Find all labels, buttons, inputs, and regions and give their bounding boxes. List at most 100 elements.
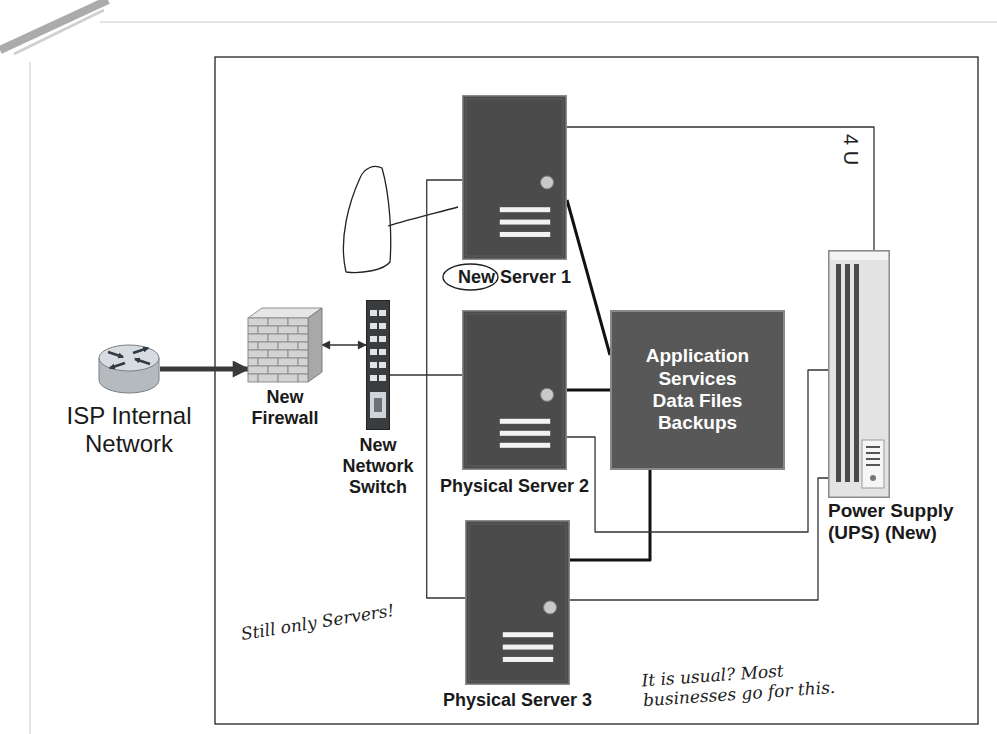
switch-port: [379, 362, 386, 368]
wall-brick: [258, 342, 278, 350]
wall-brick: [268, 350, 288, 358]
router-arrow: [135, 359, 150, 364]
router-icon: ISP Internal Network: [98, 340, 160, 398]
drive-bay: [503, 657, 553, 662]
label-holder: It is usual? Most businesses go for this…: [641, 654, 883, 711]
tower-drawing: [465, 520, 570, 685]
tower-bevel: [466, 314, 563, 466]
label-holder: New Network Switch: [342, 435, 413, 499]
wall-brick: [248, 358, 258, 366]
firewall-icon: New Firewall: [248, 308, 322, 382]
switch-port: [370, 362, 377, 368]
wall-brick: [278, 342, 298, 350]
node-label: Power Supply (UPS) (New): [828, 500, 968, 545]
server-tower: Physical Server 3: [465, 520, 570, 685]
wall-brick: [278, 326, 298, 334]
drive-bay: [503, 632, 553, 637]
label-holder: Power Supply (UPS) (New): [828, 500, 968, 545]
switch-port: [379, 336, 386, 342]
wall-side: [308, 308, 322, 382]
wall-brick: [288, 334, 308, 342]
label-holder: Application Services Data Files Backups: [612, 312, 783, 468]
switch-port: [370, 375, 377, 381]
wall-brick: [258, 326, 278, 334]
scan-shadow: [14, 10, 104, 54]
link-arrow: [160, 367, 248, 372]
drive-bay: [500, 443, 550, 448]
label-holder: 4 U: [838, 134, 862, 165]
wall-brick: [248, 326, 258, 334]
tower-body: [466, 521, 570, 685]
switch-drawing: [366, 300, 390, 430]
label-holder: ISP Internal Network: [49, 402, 209, 459]
cable-line: [570, 478, 828, 600]
handwritten-note: It is usual? Most businesses go for this…: [641, 654, 883, 711]
ups-top: [830, 252, 888, 260]
router-top: [99, 345, 159, 371]
wall-brick: [278, 358, 298, 366]
tower-bevel: [469, 524, 566, 681]
link-arrow: [322, 344, 366, 346]
wall-brick: [298, 326, 308, 334]
wall-brick: [298, 342, 308, 350]
power-light: [544, 601, 557, 614]
drive-bay: [500, 207, 550, 212]
drive-bay: [500, 419, 550, 424]
power-light: [541, 176, 554, 189]
switch-port: [379, 375, 386, 381]
router-arrow: [108, 352, 123, 357]
wall-brick: [248, 366, 268, 374]
switch-port: [379, 349, 386, 355]
ups-vent: [836, 264, 841, 482]
page-edge: [100, 21, 997, 23]
wall-brick: [258, 358, 278, 366]
wall-brick: [248, 334, 268, 342]
size-label: 4 U: [838, 134, 862, 165]
scan-shadow: [0, 0, 108, 50]
node-label: Physical Server 2: [440, 476, 589, 497]
wall-brick: [248, 318, 268, 326]
network-switch: New Network Switch: [366, 300, 390, 430]
server-tower: New Server 1: [462, 95, 567, 260]
drive-bay: [503, 645, 553, 650]
node-label: New Server 1: [458, 267, 571, 288]
tower-drawing: [462, 95, 567, 260]
drive-bay: [500, 232, 550, 237]
switch-port: [370, 349, 377, 355]
drive-bay: [500, 220, 550, 225]
firewall-drawing: [248, 308, 322, 382]
ups-unit: Power Supply (UPS) (New): [828, 250, 890, 498]
switch-module: [370, 392, 386, 418]
ups-indicator: [866, 458, 880, 460]
router-drawing: [98, 340, 160, 398]
label-holder: Physical Server 3: [443, 690, 592, 711]
ups-panel: [862, 440, 884, 488]
cable-line: [567, 127, 874, 250]
power-light: [541, 388, 554, 401]
label-holder: New Firewall: [251, 387, 318, 429]
ups-indicator: [866, 446, 880, 448]
switch-port: [370, 310, 377, 316]
wall-brick: [288, 366, 308, 374]
switch-port: [379, 323, 386, 329]
wall-brick: [288, 318, 308, 326]
router-arrow: [133, 348, 148, 353]
drive-bay: [500, 431, 550, 436]
page-edge: [29, 62, 31, 734]
ups-drawing: [828, 250, 890, 498]
wall-brick: [268, 366, 288, 374]
wall-brick: [268, 318, 288, 326]
wall-brick: [268, 334, 288, 342]
label-holder: Physical Server 2: [440, 476, 589, 497]
handwritten-note: Still only Servers!: [239, 600, 395, 644]
service-box: Application Services Data Files Backups: [610, 310, 785, 470]
wall-brick: [248, 374, 258, 382]
node-label: Physical Server 3: [443, 690, 592, 711]
node-label: ISP Internal Network: [49, 402, 209, 459]
ups-body: [829, 251, 890, 498]
ups-vent: [854, 264, 859, 482]
switch-body: [367, 301, 390, 430]
switch-module: [374, 398, 382, 412]
ups-indicator: [866, 452, 880, 454]
